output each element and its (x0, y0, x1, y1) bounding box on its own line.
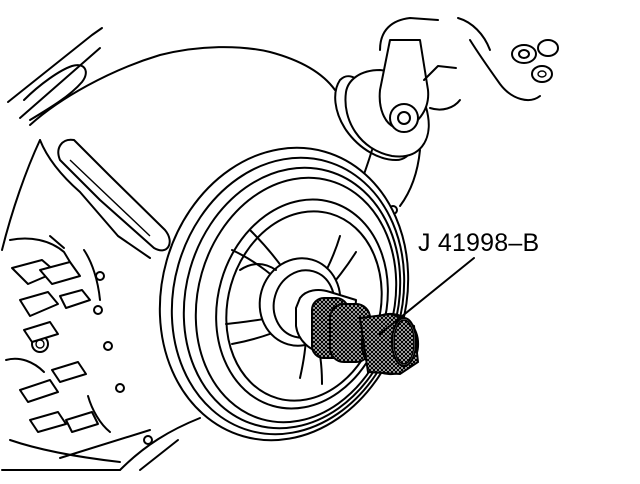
callout-leader-line (379, 257, 475, 335)
left-brackets (5, 235, 111, 433)
tool-callout-label: J 41998–B (418, 229, 540, 257)
idler-pulley-assembly (334, 17, 559, 207)
crankshaft-balancer (158, 146, 410, 442)
engine-block (1, 27, 398, 471)
installer-tool (295, 289, 420, 376)
